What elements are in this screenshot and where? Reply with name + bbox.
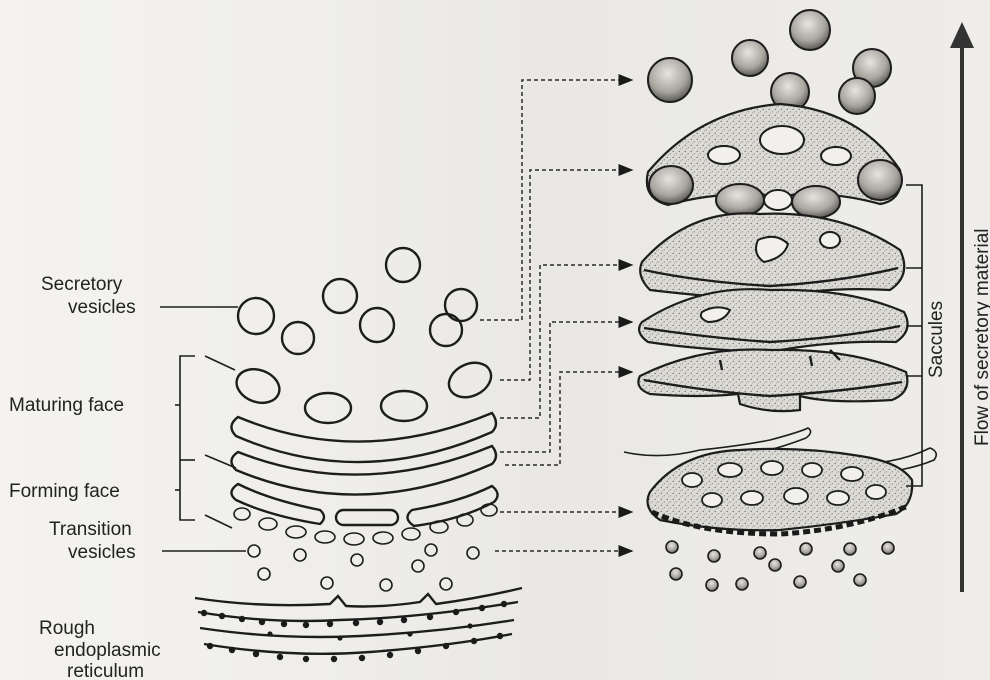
- saccules-bracket: [906, 185, 922, 486]
- label-transition-vesicles-2: vesicles: [68, 542, 136, 563]
- label-rough-er-2: endoplasmic: [54, 640, 161, 661]
- label-maturing-face: Maturing face: [9, 395, 124, 416]
- maturing-face-cisternae: [231, 356, 496, 494]
- saccule-2: [640, 213, 904, 300]
- label-transition-vesicles-1: Transition: [49, 519, 132, 540]
- left-golgi-section: [195, 248, 522, 662]
- saccule-top: [647, 104, 902, 218]
- transition-vesicles-row: [234, 504, 497, 591]
- reticular-network: [624, 428, 936, 534]
- label-secretory-vesicles-1: Secretory: [41, 274, 123, 295]
- label-flow-of-secretory-material: Flow of secretory material: [972, 228, 990, 446]
- right-golgi-3d: [624, 10, 936, 591]
- rough-er: [195, 588, 522, 662]
- label-connectors: [160, 307, 246, 551]
- flow-arrows: [480, 80, 632, 551]
- saccule-3: [639, 289, 907, 352]
- secretory-vesicles-3d: [648, 10, 891, 114]
- label-secretory-vesicles-2: vesicles: [68, 297, 136, 318]
- secretory-vesicles-left: [238, 248, 477, 354]
- saccule-4: [638, 350, 907, 412]
- label-forming-face: Forming face: [9, 481, 120, 502]
- label-rough-er-1: Rough: [39, 618, 95, 639]
- flow-arrow: [950, 22, 974, 592]
- label-saccules: Saccules: [926, 301, 947, 378]
- label-rough-er-3: reticulum: [67, 661, 144, 680]
- transition-vesicles-3d: [666, 541, 894, 591]
